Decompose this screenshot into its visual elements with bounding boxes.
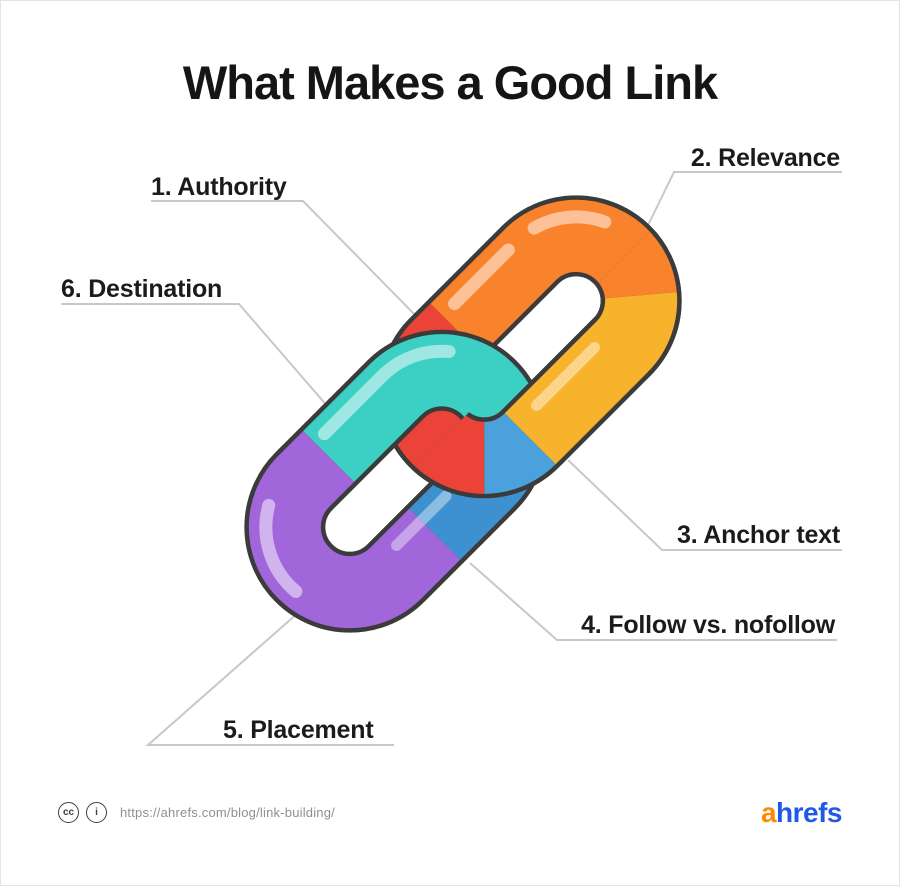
label-relevance: 2. Relevance	[690, 144, 840, 172]
license-attribution: cc i https://ahrefs.com/blog/link-buildi…	[58, 802, 335, 823]
leader-line-destination	[61, 303, 336, 416]
leader-line-anchor-text	[567, 459, 842, 551]
chain-links	[231, 188, 676, 633]
leader-lines	[61, 171, 842, 746]
leader-line-follow	[469, 562, 837, 641]
label-follow-nofollow: 4. Follow vs. nofollow	[581, 611, 835, 639]
label-authority: 1. Authority	[151, 173, 287, 201]
label-placement: 5. Placement	[223, 716, 374, 744]
source-url: https://ahrefs.com/blog/link-building/	[120, 805, 335, 820]
label-destination: 6. Destination	[61, 275, 223, 303]
label-anchor-text: 3. Anchor text	[677, 521, 840, 549]
attribution-icon: i	[86, 802, 107, 823]
ahrefs-logo-hrefs: hrefs	[776, 797, 842, 828]
ahrefs-logo-a: a	[760, 797, 777, 828]
leader-line-authority	[151, 200, 421, 321]
ahrefs-logo: ahrefs	[760, 797, 843, 829]
page-title: What Makes a Good Link	[182, 56, 718, 109]
cc-icon: cc	[58, 802, 79, 823]
leader-line-placement	[145, 611, 394, 746]
